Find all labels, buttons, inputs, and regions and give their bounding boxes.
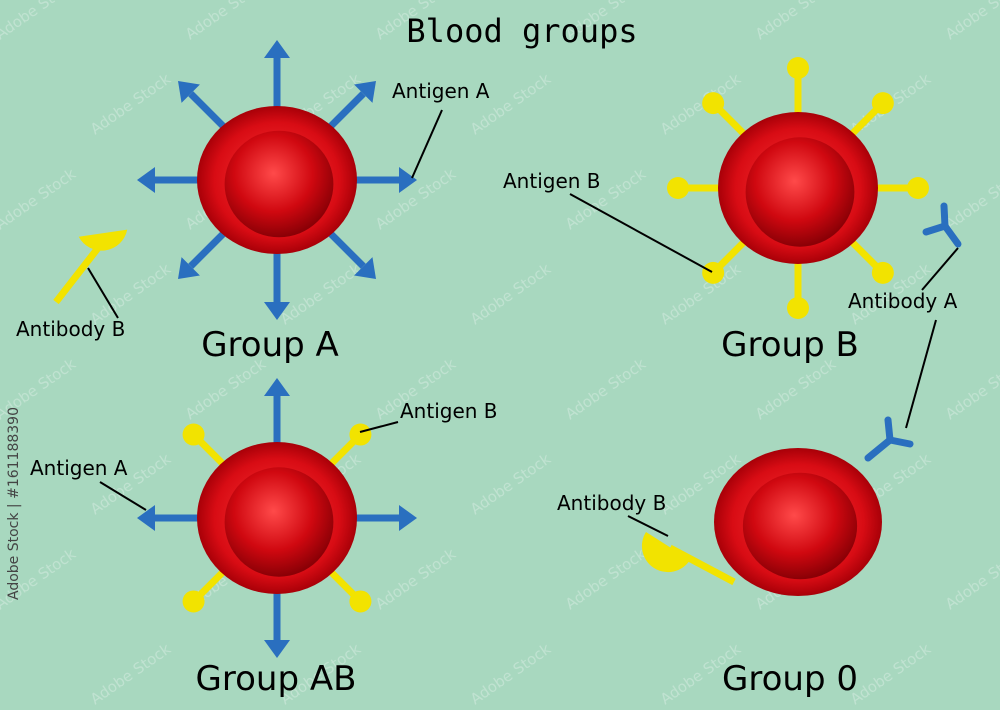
group-a-antibody-label: Antibody B (16, 317, 125, 341)
watermark-text: Adobe Stock (942, 545, 1000, 614)
watermark-text: Adobe Stock (942, 355, 1000, 424)
watermark-text: Adobe Stock (467, 640, 554, 709)
group-ab-antigen-b-leader (359, 421, 399, 433)
watermark-text: Adobe Stock (847, 640, 934, 709)
watermark-text: Adobe Stock (562, 355, 649, 424)
watermark-text: Adobe Stock (277, 260, 364, 329)
group-o-antibody-leader (627, 515, 669, 537)
watermark-text: Adobe Stock (942, 0, 1000, 43)
group-a-antigen-label: Antigen A (392, 79, 490, 103)
watermark-text: Adobe Stock (467, 260, 554, 329)
watermark-text: Adobe Stock (467, 450, 554, 519)
group-a-cell (137, 40, 417, 320)
group-b-label: Group B (721, 325, 859, 365)
group-ab-label: Group AB (196, 659, 357, 699)
group-ab-antigen-a-label: Antigen A (30, 456, 128, 480)
antibody-a-leader-up (921, 247, 959, 291)
watermark-text: Adobe Stock (657, 260, 744, 329)
group-ab-antigen-a-leader (99, 481, 147, 511)
group-a-antibody-leader (87, 267, 119, 319)
watermark-text: Adobe Stock (372, 545, 459, 614)
cell-center (224, 467, 334, 577)
group-ab-antigen-b-label: Antigen B (400, 399, 498, 423)
watermark-text: Adobe Stock (182, 0, 269, 43)
cell-center (224, 130, 334, 238)
watermark-text: Adobe Stock (562, 545, 649, 614)
group-b-antibody-label: Antibody A (848, 289, 958, 313)
group-b-antibody-a-icon (922, 202, 962, 248)
cell-center (742, 472, 858, 580)
watermark-text: Adobe Stock (0, 165, 79, 234)
group-b-antigen-leader (569, 193, 713, 273)
group-b-cell (667, 57, 929, 319)
group-o-antibody-b-icon (641, 532, 736, 586)
group-o-cell (714, 448, 882, 596)
group-o-label: Group 0 (722, 659, 858, 699)
cell-center (745, 137, 855, 247)
watermark-text: Adobe Stock (0, 0, 79, 43)
group-a-antigen-leader (411, 109, 443, 179)
watermark-text: Adobe Stock (657, 70, 744, 139)
antibody-a-leader-down (905, 319, 937, 429)
watermark-text: Adobe Stock (942, 165, 1000, 234)
group-o-antibody-a-icon (864, 416, 914, 462)
watermark-text: Adobe Stock (87, 70, 174, 139)
group-a-label: Group A (201, 325, 339, 365)
stock-id-label: Adobe Stock | #161188390 (6, 407, 22, 600)
watermark-text: Adobe Stock (752, 0, 839, 43)
group-b-antigen-label: Antigen B (503, 169, 601, 193)
group-ab-cell (137, 378, 417, 658)
watermark-text: Adobe Stock (372, 165, 459, 234)
watermark-text: Adobe Stock (87, 640, 174, 709)
page-title: Blood groups (406, 12, 637, 50)
group-a-antibody-b-icon (53, 229, 128, 305)
group-o-antibody-label: Antibody B (557, 491, 666, 515)
